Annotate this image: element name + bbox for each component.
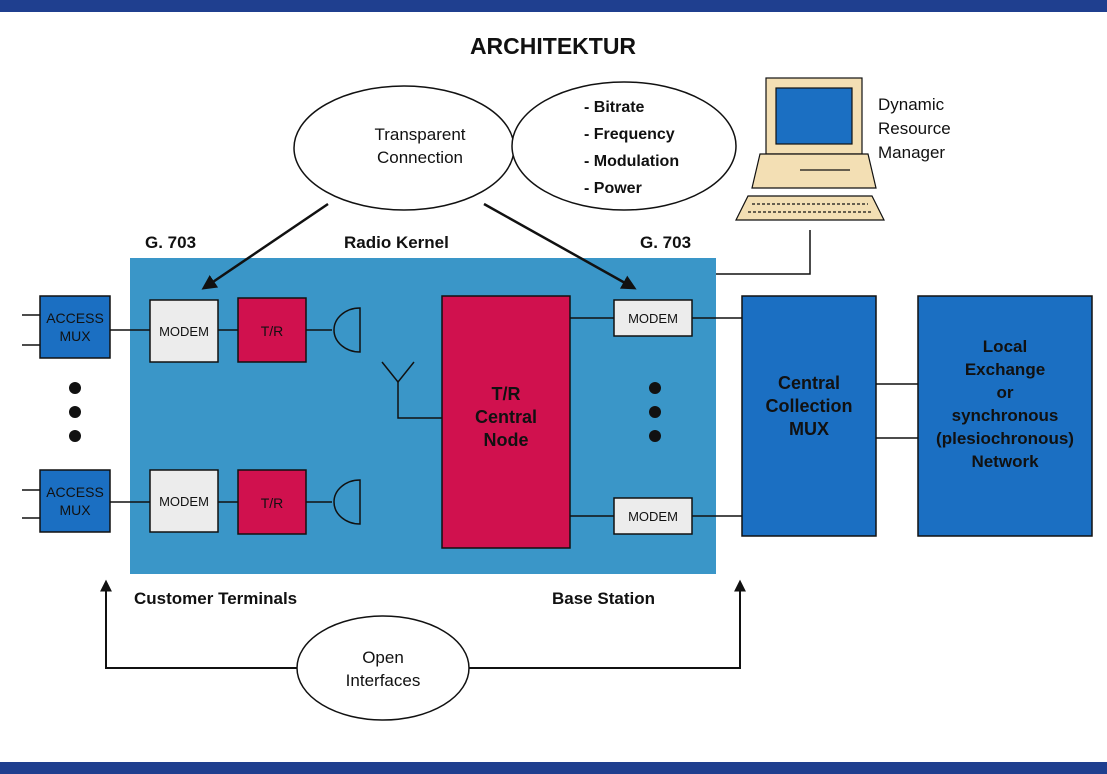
- drm-line2: Resource: [878, 119, 951, 138]
- open-interfaces-arrow-left: [100, 579, 300, 669]
- tr-central-node: [441, 295, 571, 549]
- tr-block-top-label: T/R: [261, 323, 284, 339]
- customer-modem-top-label: MODEM: [159, 324, 209, 339]
- central-collection-line3: MUX: [789, 419, 829, 439]
- access-mux-top-line1: ACCESS: [46, 310, 104, 326]
- param-modulation: - Modulation: [584, 153, 679, 170]
- transparent-connection-line2: Connection: [377, 148, 463, 167]
- tr-central-node-line1: T/R: [492, 384, 521, 404]
- local-exchange-line1: Local: [983, 337, 1027, 356]
- dish-antenna-icon: [333, 307, 361, 353]
- base-modem-bottom-label: MODEM: [628, 509, 678, 524]
- open-interfaces-ellipse: [296, 615, 470, 721]
- ellipsis-dots-right: [649, 382, 661, 442]
- access-mux-bottom-line2: MUX: [59, 502, 91, 518]
- open-interfaces-arrow-right: [468, 579, 746, 669]
- antenna-icon: [381, 361, 442, 419]
- access-mux-top-line2: MUX: [59, 328, 91, 344]
- central-collection-line1: Central: [778, 373, 840, 393]
- g703-right-label: G. 703: [640, 233, 691, 252]
- base-modem-bottom: [613, 497, 693, 535]
- access-mux-bottom-line1: ACCESS: [46, 484, 104, 500]
- g703-left-label: G. 703: [145, 233, 196, 252]
- central-collection-line2: Collection: [765, 396, 852, 416]
- drm-line3: Manager: [878, 143, 945, 162]
- customer-terminals-label: Customer Terminals: [134, 589, 297, 608]
- local-exchange-line3: or: [997, 383, 1014, 402]
- parameters-ellipse: [511, 81, 737, 211]
- arrow-to-base-modem: [483, 202, 637, 290]
- open-interfaces-line1: Open: [362, 648, 404, 667]
- param-bitrate: - Bitrate: [584, 99, 645, 116]
- drm-line1: Dynamic: [878, 95, 945, 114]
- ellipsis-dots-left: [69, 382, 81, 442]
- local-exchange-line5: (plesiochronous): [936, 429, 1074, 448]
- customer-modem-top: [149, 299, 219, 363]
- customer-modem-bottom-label: MODEM: [159, 494, 209, 509]
- local-exchange-line6: Network: [971, 452, 1039, 471]
- access-mux-bottom: [39, 469, 111, 533]
- tr-block-bottom: [237, 469, 307, 535]
- tr-block-top: [237, 297, 307, 363]
- access-mux-top: [39, 295, 111, 359]
- computer-workstation-icon: [735, 77, 885, 221]
- base-modem-top-label: MODEM: [628, 311, 678, 326]
- local-exchange-network: [917, 295, 1093, 537]
- param-frequency: - Frequency: [584, 126, 675, 143]
- base-modem-top: [613, 299, 693, 337]
- bottom-frame-bar: [0, 762, 1107, 774]
- transparent-connection-line1: Transparent: [374, 125, 465, 144]
- open-interfaces-line2: Interfaces: [346, 671, 421, 690]
- radio-kernel-label: Radio Kernel: [344, 233, 449, 252]
- central-collection-mux: [741, 295, 877, 537]
- tr-central-node-line2: Central: [475, 407, 537, 427]
- arrow-to-customer-modem: [201, 202, 329, 290]
- customer-modem-bottom: [149, 469, 219, 533]
- top-frame-bar: [0, 0, 1107, 12]
- dish-antenna-icon: [333, 479, 361, 525]
- local-exchange-line2: Exchange: [965, 360, 1045, 379]
- local-exchange-line4: synchronous: [952, 406, 1059, 425]
- diagram-title: ARCHITEKTUR: [470, 33, 636, 59]
- connection-lines: [22, 230, 918, 519]
- param-power: - Power: [584, 180, 642, 197]
- tr-central-node-line3: Node: [484, 430, 529, 450]
- tr-block-bottom-label: T/R: [261, 495, 284, 511]
- base-station-label: Base Station: [552, 589, 655, 608]
